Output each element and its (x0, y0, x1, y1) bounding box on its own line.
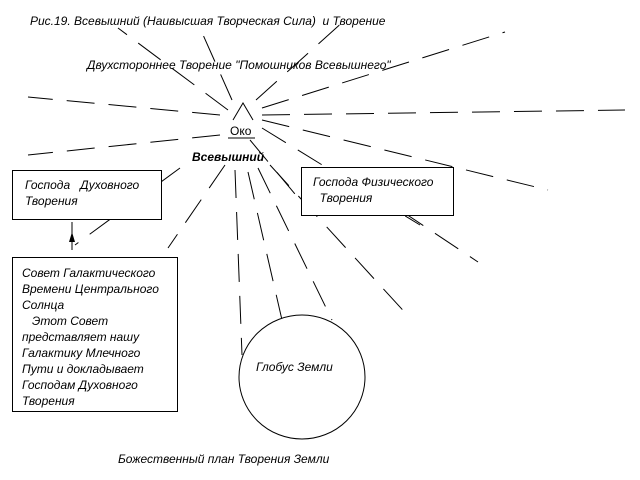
spiritual-lords-box: Господа Духовного Творения (12, 170, 162, 220)
ray-line (249, 139, 301, 201)
box-text-line: представляет нашу (22, 330, 140, 344)
figure-caption: Рис.19. Всевышний (Наивысшая Творческая … (30, 14, 386, 28)
arrow-head-up (69, 232, 75, 242)
ray-line (247, 171, 283, 321)
box-text-line: Творения (25, 194, 78, 208)
figure-subtitle: Двухстороннее Творение "Помошников Всевы… (87, 58, 391, 72)
box-text-line: Времени Центрального (22, 282, 159, 296)
box-text-line: Господам Духовного (22, 378, 138, 392)
ray-line (234, 169, 243, 356)
ray-line (199, 27, 233, 101)
box-text-line: Господа Физического (313, 175, 434, 189)
eye-label: Око (230, 124, 252, 138)
ray-line (255, 19, 346, 101)
ray-line (167, 164, 226, 249)
ray-line (269, 164, 411, 319)
earth-label: Глобус Земли (256, 360, 333, 374)
eye-triangle (232, 102, 254, 121)
box-text-line: Солнца (22, 298, 65, 312)
ray-line (27, 96, 221, 116)
supreme-label: Всевышний (192, 150, 265, 164)
ray-line (261, 119, 549, 191)
box-text-line: Пути и докладывает (22, 362, 144, 376)
box-text-line: Творения (22, 394, 75, 408)
ray-line (399, 209, 479, 263)
box-text-line: Этот Совет (22, 314, 109, 328)
ray-line (261, 109, 626, 116)
ray-line (261, 31, 506, 109)
galactic-council-box: Совет Галактического Времени Центральног… (12, 257, 178, 412)
bottom-caption: Божественный план Творения Земли (118, 452, 330, 466)
earth-globe (238, 314, 366, 440)
box-text-line: Творения (313, 191, 373, 205)
box-text-line: Совет Галактического (22, 266, 156, 280)
box-text-line: Галактику Млечного (22, 346, 141, 360)
physical-lords-box: Господа Физического Творения (301, 167, 454, 216)
ray-line (257, 167, 333, 321)
ray-line (27, 134, 221, 156)
ray-line (117, 27, 229, 111)
box-text-line: Господа Духовного (25, 178, 140, 192)
